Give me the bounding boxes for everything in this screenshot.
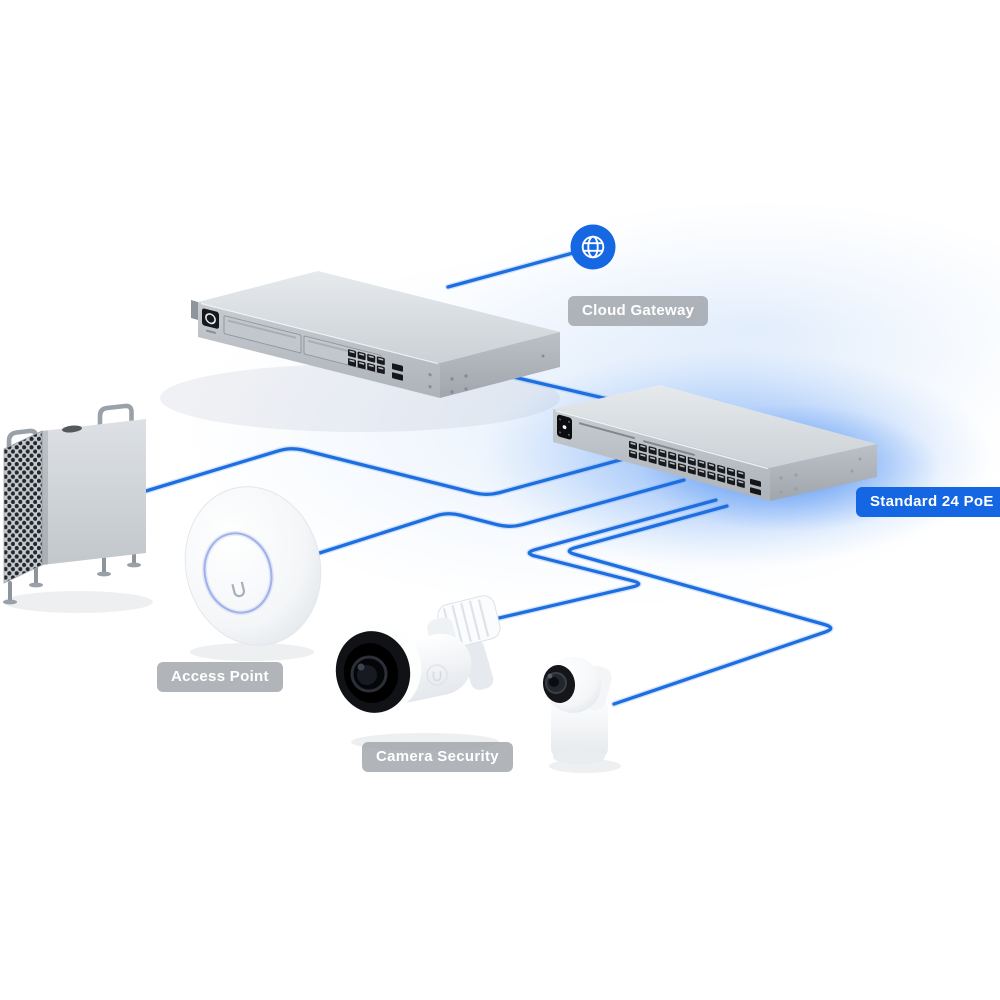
bullet-camera [335, 595, 501, 713]
tower-handle-right [97, 403, 134, 435]
cable-switch-bullet-cam [480, 498, 718, 624]
desktop-computer [3, 403, 146, 605]
switch-ethernet-ports [629, 440, 745, 488]
bullet-camera-lens [335, 624, 422, 713]
switch-screws [779, 457, 862, 494]
internet-globe [570, 224, 616, 270]
cable-switch-computer [144, 447, 644, 497]
camera-security-label: Camera Security [362, 742, 513, 772]
cable-switch-flex-cam [567, 504, 833, 706]
flex-camera-lens [542, 665, 576, 703]
tower-grille [4, 431, 42, 583]
cable-switch-access-point [305, 478, 686, 559]
shadows [3, 591, 621, 773]
cable-internet-gateway [446, 251, 575, 289]
gateway-front-panel [202, 308, 432, 389]
globe-icon [581, 235, 605, 259]
switch-front-panel [557, 414, 761, 496]
access-point-label: Access Point [157, 662, 283, 692]
poe-switch [553, 385, 877, 501]
poe-switch-label: Standard 24 PoE [856, 487, 1000, 517]
gateway-screws [450, 354, 545, 394]
cloud-gateway [191, 271, 560, 398]
access-point [184, 486, 322, 646]
cloud-gateway-label: Cloud Gateway [568, 296, 709, 326]
gateway-ethernet-ports [348, 349, 385, 375]
flex-camera [542, 657, 612, 765]
ap-logo [231, 581, 246, 598]
